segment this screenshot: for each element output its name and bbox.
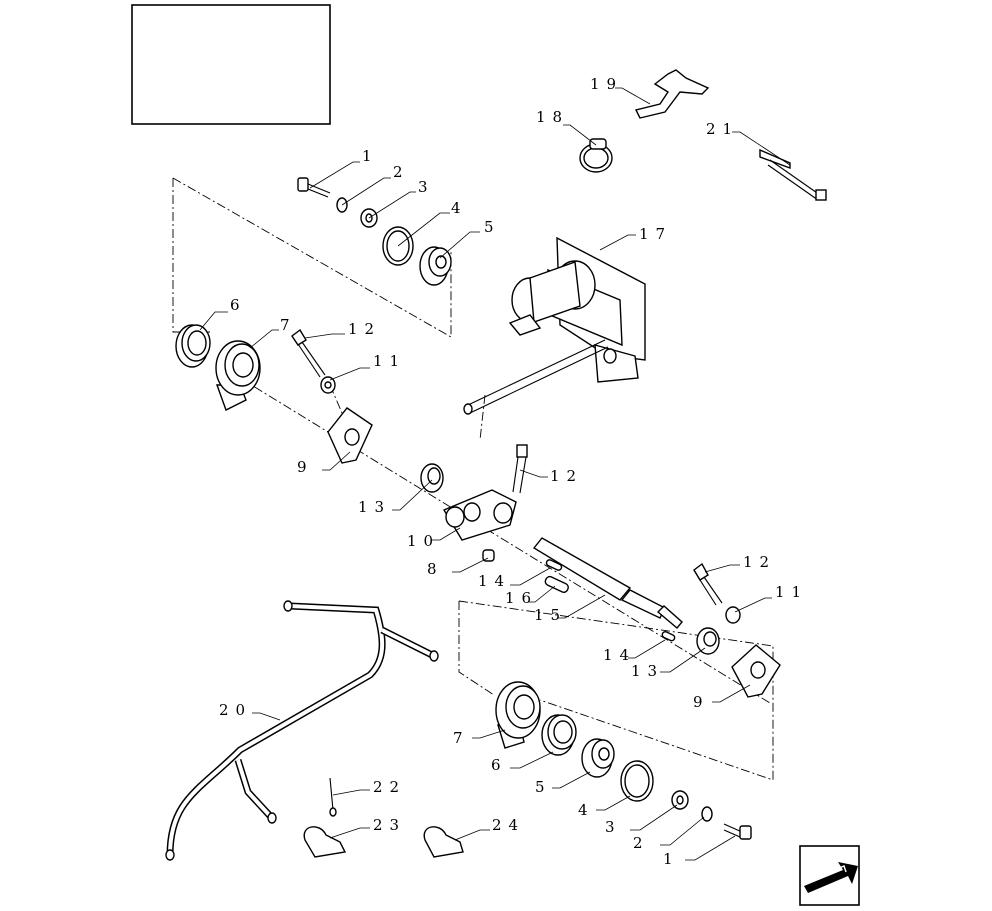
callout-1-top: 1 <box>362 147 379 165</box>
callout-5-bottom: 5 <box>535 778 552 796</box>
hose-clamp-part-18 <box>579 138 613 173</box>
callout-22: 22 <box>373 778 406 796</box>
callout-2-top: 2 <box>393 163 410 181</box>
callout-16: 16 <box>505 589 538 607</box>
callout-4-bottom: 4 <box>578 801 595 819</box>
snap-ring-part-4-bottom <box>620 760 654 802</box>
callout-24: 24 <box>492 816 525 834</box>
callout-6-top: 6 <box>230 296 247 314</box>
washer-part-13-left <box>420 463 444 493</box>
shaft-axis-line <box>239 377 771 704</box>
lever-part-10 <box>442 489 517 541</box>
bolt-part-12-middle <box>512 444 528 494</box>
axis-line-c <box>479 394 486 441</box>
callout-23: 23 <box>373 816 406 834</box>
callout-13-right: 13 <box>631 662 664 680</box>
callout-17: 17 <box>639 225 672 243</box>
callout-15: 15 <box>534 606 567 624</box>
callout-9-upper: 9 <box>297 458 314 476</box>
callout-10: 10 <box>407 532 440 550</box>
shaft-part-15 <box>532 537 683 629</box>
callout-3-bottom: 3 <box>605 818 622 836</box>
callout-7-bottom: 7 <box>453 729 470 747</box>
upper-assembly-boundary <box>172 178 210 333</box>
nut-part-11-right <box>725 606 741 624</box>
key-part-14-lower <box>661 631 676 642</box>
pipe-part-20 <box>165 600 439 861</box>
callout-1-bottom: 1 <box>663 850 680 868</box>
bolt-part-1-bottom <box>723 823 752 840</box>
housing-part-7-bottom <box>495 681 541 749</box>
callout-11-upper: 11 <box>373 352 406 370</box>
sleeve-part-6-bottom <box>541 714 577 756</box>
nut-part-8 <box>482 549 495 562</box>
bolt-part-12-upper <box>291 328 326 378</box>
washer-part-13-right <box>696 627 720 655</box>
housing-part-7-top <box>215 340 261 411</box>
callout-8: 8 <box>427 560 444 578</box>
washer-part-2-bottom <box>701 806 713 822</box>
clamp-part-9-upper <box>327 407 373 464</box>
callout-11-right: 11 <box>775 583 808 601</box>
callout-2-bottom: 2 <box>633 834 650 852</box>
washer-part-3-bottom <box>671 790 689 810</box>
callout-9-right: 9 <box>693 693 710 711</box>
actuator-part-17 <box>463 236 646 415</box>
callout-7-top: 7 <box>280 316 297 334</box>
callout-18: 18 <box>536 108 569 126</box>
key-part-14-upper <box>545 559 563 571</box>
bushing-part-5-bottom <box>581 738 615 778</box>
callout-4-top: 4 <box>451 199 468 217</box>
next-page-arrow-icon[interactable] <box>799 845 860 906</box>
callout-21: 21 <box>706 120 739 138</box>
lower-assembly-boundary-b <box>458 600 774 781</box>
nut-part-11-upper <box>320 376 336 394</box>
callout-12-middle: 12 <box>550 467 583 485</box>
callout-12-upper: 12 <box>348 320 381 338</box>
callout-14-upper: 14 <box>478 572 511 590</box>
clamp-part-9-right <box>731 644 781 698</box>
rivet-part-22 <box>329 777 337 817</box>
leader-lines <box>199 87 791 861</box>
callout-6-bottom: 6 <box>491 756 508 774</box>
p-clip-part-23 <box>303 826 347 858</box>
callout-14-lower: 14 <box>603 646 636 664</box>
upper-assembly-boundary-b <box>172 177 452 338</box>
bracket-part-19 <box>634 69 710 119</box>
callout-12-right: 12 <box>743 553 776 571</box>
callout-20: 20 <box>219 701 252 719</box>
callout-5-top: 5 <box>484 218 501 236</box>
callout-3-top: 3 <box>418 178 435 196</box>
key-part-16 <box>544 575 569 593</box>
p-clip-part-24 <box>423 826 464 858</box>
bolt-part-12-right <box>693 562 723 606</box>
sleeve-part-6-top <box>175 324 211 368</box>
cable-tie-part-21 <box>759 148 827 201</box>
callout-19: 19 <box>590 75 623 93</box>
bushing-part-5-top <box>419 246 452 286</box>
callout-13-left: 13 <box>358 498 391 516</box>
bolt-part-1-top <box>297 177 331 198</box>
lower-assembly-boundary <box>458 601 495 696</box>
title-box <box>131 4 331 125</box>
callout-labels: 1 2 3 4 5 6 7 12 11 9 13 10 8 12 14 16 1… <box>219 75 808 868</box>
